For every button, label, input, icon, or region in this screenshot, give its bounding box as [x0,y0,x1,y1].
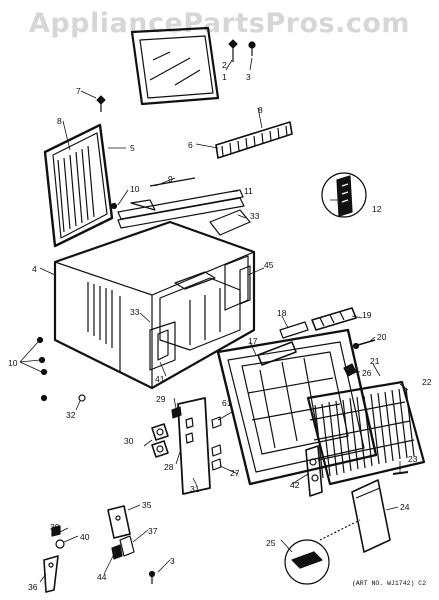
callout-2: 2 [222,60,227,70]
callout-32: 32 [66,410,76,420]
callout-29: 29 [156,394,166,404]
washer-part-40 [55,539,65,549]
filter-strip-part-6 [215,121,293,159]
callout-41: 41 [155,374,165,384]
clip-part-23 [392,471,409,475]
callout-23: 23 [408,454,418,464]
callout-26: 26 [362,368,372,378]
callout-21: 21 [370,356,380,366]
callout-25: 25 [266,538,276,548]
screw-part-2 [228,39,238,62]
callout-12: 12 [372,204,382,214]
callout-labels: 1 2 3 7 8 8 5 6 10 9 11 33 12 4 45 33 10… [8,60,432,592]
callout-39: 39 [50,522,60,532]
callout-24: 24 [400,502,410,512]
filter-frame-part-5 [43,123,114,248]
callout-1: 1 [222,72,227,82]
callout-31: 31 [190,484,200,494]
callout-33-side: 33 [130,307,140,317]
leader-lines [19,57,409,583]
callout-10-top: 10 [130,184,140,194]
callout-6: 6 [188,140,193,150]
control-bracket-part-18 [279,321,309,339]
inset-circle-part-25 [284,519,361,585]
screw-part-7 [96,95,106,112]
callout-37: 37 [148,526,158,536]
callout-44: 44 [97,572,107,582]
callout-4: 4 [32,264,37,274]
callout-8-right: 8 [258,105,263,115]
callout-36: 36 [28,582,38,592]
callout-33-top: 33 [250,211,260,221]
screw-part-39 [51,525,61,537]
callout-11: 11 [244,186,253,196]
callout-5: 5 [130,143,135,153]
callout-9: 9 [168,174,173,184]
front-frame-part-21 [216,328,378,486]
callout-20: 20 [377,332,387,342]
screw-part-20 [352,339,376,350]
callout-61: 61 [222,398,232,408]
clip-part-29 [171,406,182,419]
callout-18: 18 [277,308,287,318]
clip-part-61 [211,416,222,429]
window-panel-part-1 [130,26,220,106]
callout-8-left: 8 [57,116,62,126]
watermark: AppliancePartsPros.com [28,8,411,39]
callout-27: 27 [230,468,240,478]
cover-part-45 [239,265,251,305]
callout-10-left: 10 [8,358,18,368]
knob-part-27 [211,444,222,471]
callout-28: 28 [164,462,174,472]
grille-part-22 [306,380,426,486]
bracket-part-35 [107,505,131,539]
screw-part-3-bottom [148,570,156,584]
callout-45: 45 [264,260,274,270]
callout-17: 17 [248,336,258,346]
mounting-rail-part-33 [209,209,251,236]
knob-panel-part-42 [305,445,323,497]
callout-22: 22 [422,377,432,387]
callout-3-top: 3 [246,72,251,82]
screw-part-32 [78,394,86,402]
washer-part-37 [119,535,135,557]
nut-part-44 [111,544,123,560]
clip-part-26 [343,363,357,377]
callout-42: 42 [290,480,300,490]
callout-40: 40 [80,532,90,542]
bracket-part-36 [43,555,59,593]
control-panel-part-31 [177,397,211,495]
callout-7: 7 [76,86,81,96]
screw-part-3-top [248,41,256,56]
callout-19: 19 [362,310,372,320]
control-bar-part-19 [311,307,357,331]
knob-part-30a [151,423,169,441]
inset-circle-part-12 [321,172,367,218]
filter-part-24 [351,479,391,553]
callout-30: 30 [124,436,134,446]
callout-3-bottom: 3 [170,556,175,566]
screw-part-10-group [36,202,118,402]
knob-part-30b [151,440,169,458]
top-channel-part-11 [117,189,245,229]
cabinet-part-4 [53,220,256,390]
control-bar-part-17 [257,341,297,366]
callout-35: 35 [142,500,152,510]
art-number: (ART NO. WJ1742) C2 [352,580,427,587]
